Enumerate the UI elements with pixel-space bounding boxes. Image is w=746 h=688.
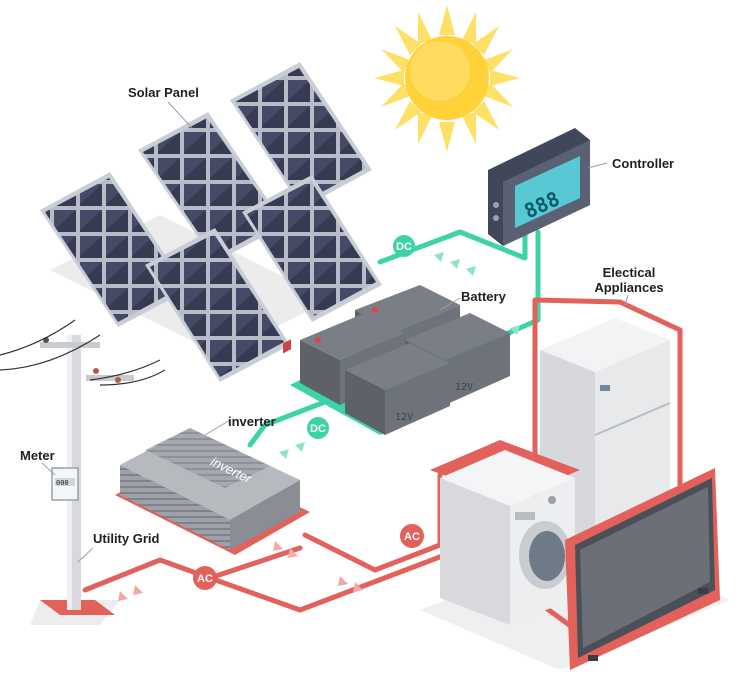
solar-panel-array [40, 62, 382, 382]
svg-text:AC: AC [404, 531, 420, 543]
electric-meter: 000 [51, 467, 79, 501]
ac-flow-arrows [118, 541, 363, 601]
television-icon [565, 468, 720, 670]
electrical-appliances-label-line1: Electical [602, 265, 656, 280]
meter-label: Meter [20, 448, 55, 463]
meter-display: 000 [56, 479, 69, 487]
washing-machine-icon [430, 440, 580, 625]
electrical-appliances-label-line2: Appliances [594, 280, 664, 295]
svg-text:DC: DC [396, 241, 412, 253]
solar-panel [40, 172, 188, 327]
sun-icon [374, 5, 520, 152]
svg-text:DC: DC [310, 423, 326, 435]
battery-unit: 12V [345, 343, 450, 435]
solar-panel [145, 228, 290, 382]
dc-badge-bottom: DC [307, 417, 329, 439]
svg-text:AC: AC [197, 573, 213, 585]
battery-label: Battery [461, 289, 506, 304]
battery-bank: 12V 12V [290, 285, 510, 435]
battery-rating: 12V [395, 412, 413, 423]
controller-label: Controller [612, 156, 675, 171]
battery-rating: 12V [455, 382, 473, 393]
solar-panel-label: Solar Panel [128, 85, 199, 100]
dc-badge-top: DC [393, 235, 415, 257]
charge-controller: 888 [488, 128, 590, 246]
solar-panel [138, 112, 285, 262]
electrical-appliances-label: Electical Appliances [585, 265, 673, 295]
leader-lines [41, 101, 629, 563]
electrical-appliances [430, 297, 720, 670]
solar-panel [230, 62, 372, 208]
inverter-label: inverter [228, 414, 276, 429]
solar-panel [242, 175, 382, 322]
ac-badge-right: AC [400, 524, 424, 548]
utility-pole: 000 [0, 319, 166, 615]
ac-badge-left: AC [193, 566, 217, 590]
utility-grid-label: Utility Grid [93, 531, 160, 546]
inverter-device: inverter [115, 339, 310, 555]
